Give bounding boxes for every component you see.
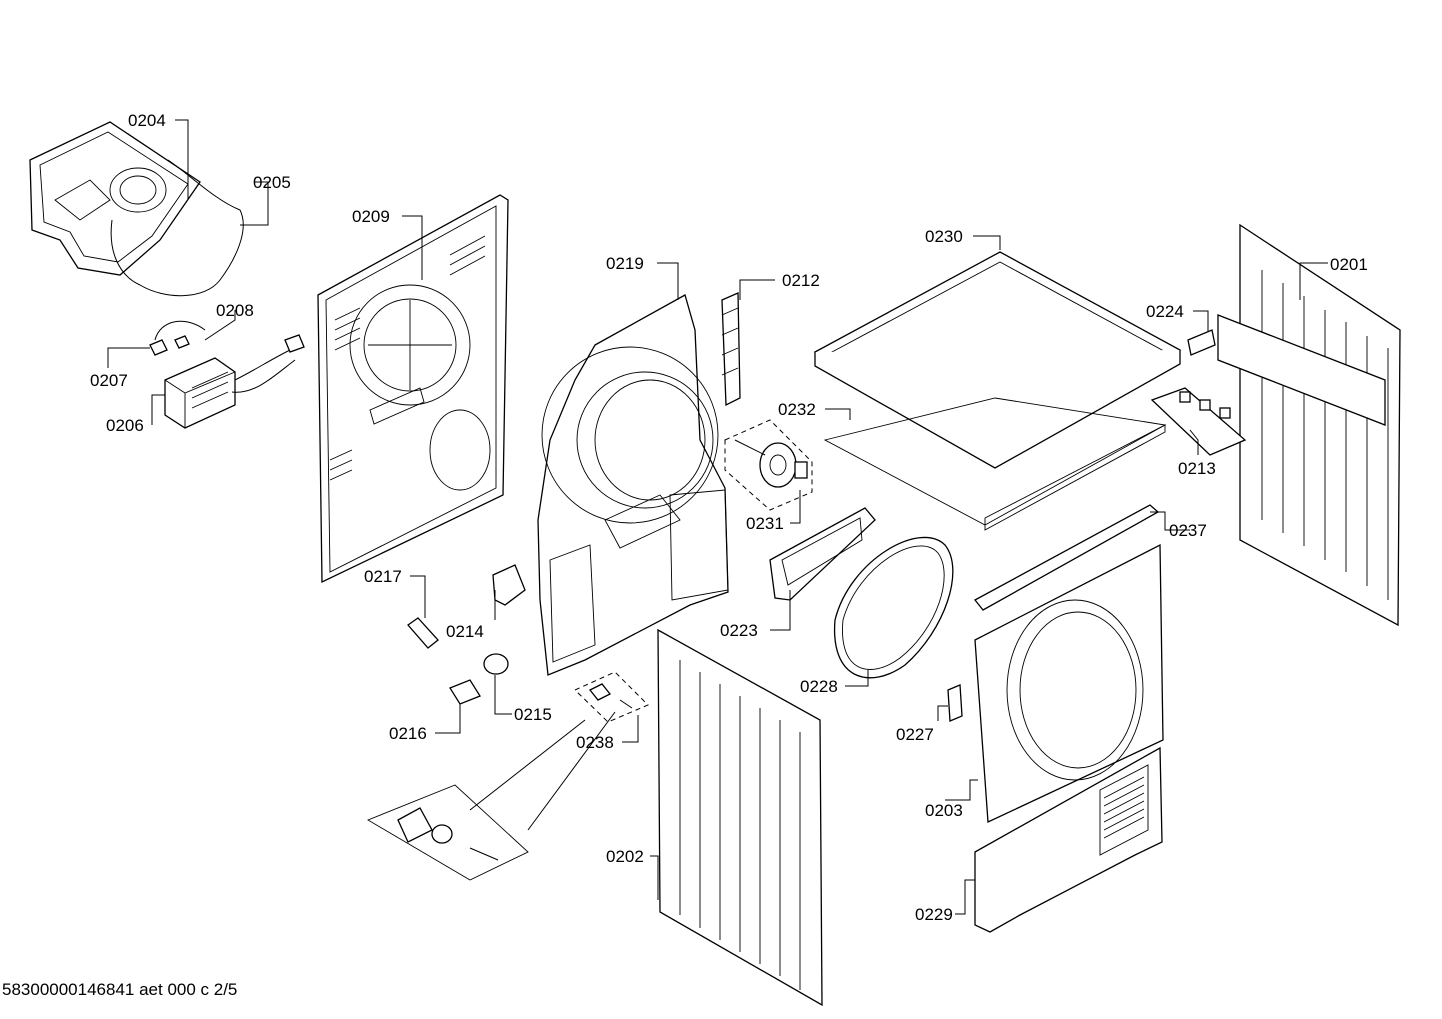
drawing-code: 58300000146841 aet 000 c 2/5 [2, 980, 238, 999]
callout-labels: 0204 0205 0209 0208 0207 0206 0219 0212 … [90, 111, 1368, 924]
callout-0219: 0219 [606, 254, 644, 273]
part-0204-duct [29, 121, 201, 276]
callout-0232: 0232 [778, 400, 816, 419]
part-0213-control-board [1150, 314, 1386, 456]
part-0215-cap [483, 653, 509, 675]
part-0230-top-cover [813, 251, 1182, 469]
part-0214-door-lock [492, 564, 526, 606]
part-0216-knob [449, 679, 481, 705]
callout-0201: 0201 [1330, 255, 1368, 274]
part-0223-filter [769, 507, 876, 601]
part-0209-rear-wall [317, 194, 509, 584]
callout-0238: 0238 [576, 733, 614, 752]
callout-0231: 0231 [746, 514, 784, 533]
part-0206-heater-block [164, 334, 305, 429]
callout-0213: 0213 [1178, 459, 1216, 478]
callout-0223: 0223 [720, 621, 758, 640]
callout-0215: 0215 [514, 705, 552, 724]
part-0202-side-panel-left [657, 628, 823, 1007]
callout-0230: 0230 [925, 227, 963, 246]
part-0232-cover-plate [823, 397, 1167, 531]
callout-0209: 0209 [352, 207, 390, 226]
callout-0203: 0203 [925, 801, 963, 820]
callout-0228: 0228 [800, 677, 838, 696]
part-0224-switch [1187, 329, 1216, 356]
part-0201-side-panel-right [1239, 223, 1401, 627]
callout-0237: 0237 [1169, 521, 1207, 540]
part-0203-front-panel [974, 543, 1164, 823]
callout-0229: 0229 [915, 905, 953, 924]
part-0207-sensor [149, 339, 168, 356]
callout-0207: 0207 [90, 371, 128, 390]
callout-0216: 0216 [389, 724, 427, 743]
callout-0205: 0205 [253, 173, 291, 192]
part-0217-buffer [407, 617, 439, 649]
part-0208-sensor-wire [154, 320, 206, 349]
callout-0212: 0212 [782, 271, 820, 290]
part-0212-cable-clip [721, 292, 741, 407]
callout-0214: 0214 [446, 622, 484, 641]
callout-0217: 0217 [364, 567, 402, 586]
part-0229-kick-plate [974, 746, 1163, 933]
part-0205-cable [110, 159, 244, 297]
callout-0206: 0206 [106, 416, 144, 435]
part-0238-detail-inset [366, 784, 529, 881]
part-0231-roller-group [724, 419, 813, 511]
callout-0224: 0224 [1146, 302, 1184, 321]
part-0219-front-frame [537, 294, 729, 676]
part-0227-hinge [947, 684, 963, 722]
callout-0202: 0202 [606, 847, 644, 866]
part-0228-door-seal [833, 536, 954, 679]
leader-lines [107, 119, 1328, 915]
callout-0204: 0204 [128, 111, 166, 130]
callout-0227: 0227 [896, 725, 934, 744]
part-0238-knob-group [469, 671, 649, 831]
callout-0208: 0208 [216, 301, 254, 320]
